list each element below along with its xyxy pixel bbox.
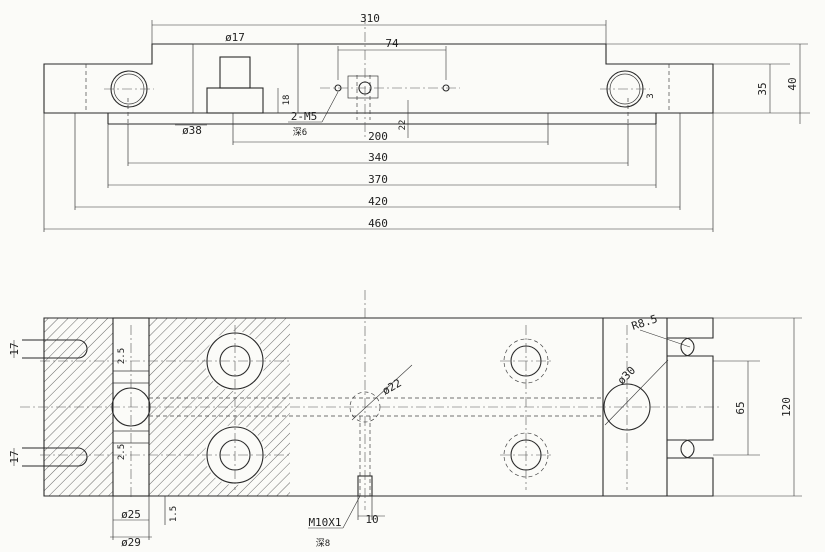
- right-slot-lower: [667, 439, 695, 459]
- dim-74: 74: [385, 37, 399, 50]
- r8-5-leader: [639, 329, 691, 348]
- counterbore-cavity: [206, 87, 264, 114]
- dim-m10-depth: 深8: [316, 538, 330, 549]
- right-lower-bolt-outer: [503, 432, 549, 478]
- dim-m5: 2-M5: [291, 110, 318, 123]
- through-bore: [219, 56, 251, 89]
- dim-dia25: ø25: [121, 508, 141, 521]
- dia30-leader: [604, 359, 669, 426]
- dim-dia38: ø38: [182, 124, 202, 137]
- dim-1-5: 1.5: [169, 506, 179, 522]
- dim-18: 18: [282, 95, 292, 106]
- dim-m10: M10X1: [308, 516, 341, 529]
- dim-17-lower: 17: [8, 450, 21, 463]
- dim-460: 460: [368, 217, 388, 230]
- dim-dia30: ø30: [615, 364, 638, 387]
- dim-m5-depth: 深6: [293, 127, 307, 138]
- dim-200: 200: [368, 130, 388, 143]
- plan-view: 17 17 2.5 2.5 R8.5 ø30 ø22 65 120 ø25 ø2…: [8, 290, 802, 549]
- dim-2-5-upper: 2.5: [117, 348, 127, 364]
- right-upper-bolt-outer: [503, 338, 549, 384]
- dim-35: 35: [756, 82, 769, 95]
- dim-17-upper: 17: [8, 342, 21, 355]
- dim-65: 65: [734, 401, 747, 414]
- elevation-view: 310 74 ø17 18 ø38 2-M5 深6 22 3 35 40: [43, 12, 810, 232]
- dim-dia29: ø29: [121, 536, 141, 549]
- left-slot-lower: [22, 447, 88, 467]
- m5-leader: [321, 91, 339, 123]
- dim-420: 420: [368, 195, 388, 208]
- dim-r8-5: R8.5: [630, 312, 659, 333]
- dim-340: 340: [368, 151, 388, 164]
- center-pocket: [347, 75, 379, 99]
- dim-10: 10: [365, 513, 378, 526]
- dim-2-5-lower: 2.5: [117, 444, 127, 460]
- dia22-leader: [351, 364, 413, 421]
- m10-leader: [342, 495, 361, 529]
- right-slot-upper: [667, 337, 695, 357]
- dim-40: 40: [786, 77, 799, 90]
- dim-22: 22: [398, 120, 408, 131]
- left-slot-upper: [22, 339, 88, 359]
- dim-3: 3: [646, 93, 656, 98]
- dim-dia17: ø17: [225, 31, 245, 44]
- dim-120: 120: [780, 397, 793, 417]
- dim-310: 310: [360, 12, 380, 25]
- dim-370: 370: [368, 173, 388, 186]
- dim-dia22: ø22: [380, 376, 404, 397]
